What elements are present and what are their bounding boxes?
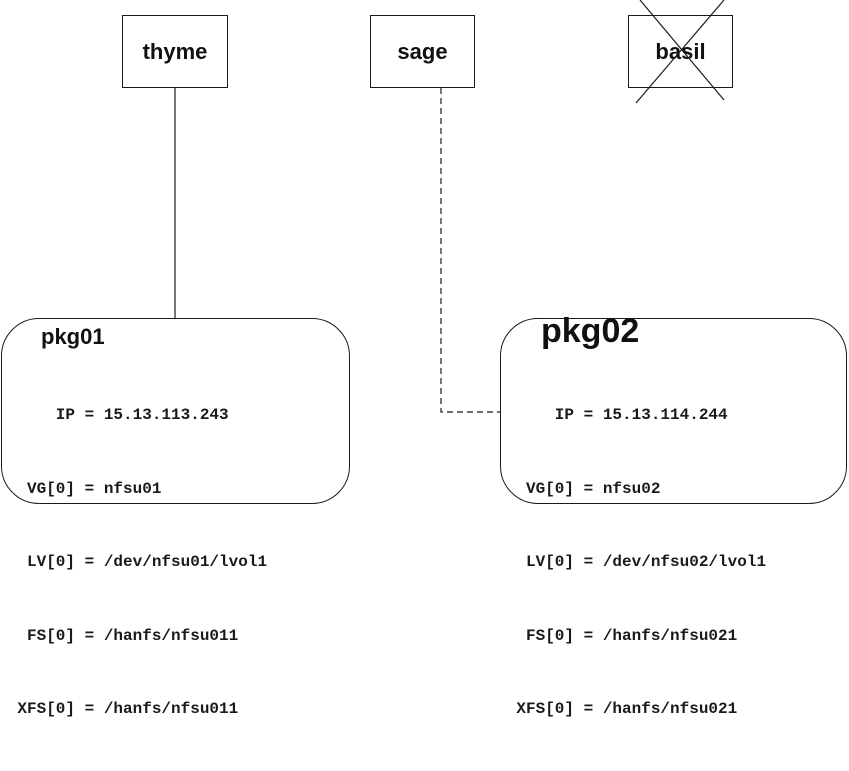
config-key: VG[0] <box>525 479 574 498</box>
config-separator: = <box>574 553 603 571</box>
package-title: pkg02 <box>541 312 640 350</box>
config-value: /hanfs/nfsu011 <box>103 700 239 718</box>
config-separator: = <box>75 479 104 498</box>
config-value: nfsu01 <box>103 479 162 498</box>
config-row-ip: IP = 15.13.114.244 <box>506 403 766 428</box>
config-separator: = <box>75 626 104 645</box>
package-pkg02 <box>500 318 847 504</box>
config-separator: = <box>75 700 104 718</box>
package-title: pkg01 <box>41 324 105 349</box>
config-value: nfsu02 <box>602 479 661 498</box>
package-pkg01 <box>1 318 350 504</box>
node-label: thyme <box>142 38 208 64</box>
config-row-ip: IP = 15.13.113.243 <box>7 403 267 428</box>
package-config: IP = 15.13.114.244 VG[0] = nfsu02 LV[0] … <box>506 354 766 771</box>
config-separator: = <box>75 406 104 424</box>
config-row-fs: FS[0] = /hanfs/nfsu021 <box>506 624 766 649</box>
node-label: sage <box>397 38 448 64</box>
config-row-fs: FS[0] = /hanfs/nfsu011 <box>7 624 267 649</box>
config-value: 15.13.114.244 <box>602 406 728 424</box>
config-separator: = <box>574 626 603 645</box>
config-key: IP <box>55 406 75 424</box>
config-row-vg: VG[0] = nfsu01 <box>7 477 267 502</box>
config-row-xfs: XFS[0] = /hanfs/nfsu021 <box>506 697 766 722</box>
failed-node-cross <box>635 0 725 104</box>
config-value: 15.13.113.243 <box>103 406 229 424</box>
node-thyme: thyme <box>122 15 228 88</box>
config-value: /hanfs/nfsu011 <box>103 626 239 645</box>
config-key: FS[0] <box>26 626 75 645</box>
config-separator: = <box>75 553 104 571</box>
node-sage: sage <box>370 15 475 88</box>
config-key: LV[0] <box>525 553 574 571</box>
config-key: XFS[0] <box>17 700 75 718</box>
config-row-vg: VG[0] = nfsu02 <box>506 477 766 502</box>
config-separator: = <box>574 700 603 718</box>
config-value: /hanfs/nfsu021 <box>602 626 738 645</box>
config-separator: = <box>574 479 603 498</box>
cluster-diagram: thyme sage basil pkg01 IP = 15.13.113.24… <box>1 0 847 718</box>
package-config: IP = 15.13.113.243 VG[0] = nfsu01 LV[0] … <box>7 354 267 771</box>
config-separator: = <box>574 406 603 424</box>
config-value: /hanfs/nfsu021 <box>602 700 738 718</box>
node-basil: basil <box>628 15 733 88</box>
config-value: /dev/nfsu02/lvol1 <box>602 553 767 571</box>
config-key: FS[0] <box>525 626 574 645</box>
config-row-xfs: XFS[0] = /hanfs/nfsu011 <box>7 697 267 722</box>
config-row-lv: LV[0] = /dev/nfsu01/lvol1 <box>7 550 267 575</box>
config-key: XFS[0] <box>516 700 574 718</box>
config-row-lv: LV[0] = /dev/nfsu02/lvol1 <box>506 550 766 575</box>
connector-layer <box>174 88 501 413</box>
config-value: /dev/nfsu01/lvol1 <box>103 553 268 571</box>
connector-sage-pkg02 <box>440 88 501 413</box>
cross-stroke <box>635 0 725 104</box>
config-key: LV[0] <box>26 553 75 571</box>
config-key: IP <box>554 406 574 424</box>
config-key: VG[0] <box>26 479 75 498</box>
